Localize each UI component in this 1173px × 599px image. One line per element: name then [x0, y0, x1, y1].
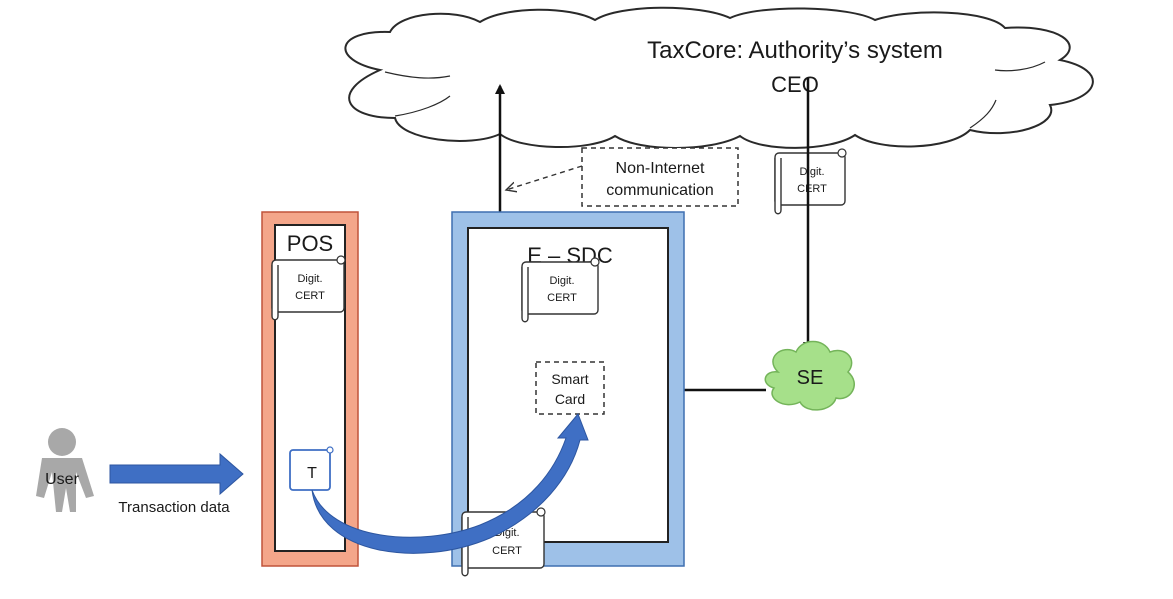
esdc-digit-cert-icon: Digit. CERT — [521, 257, 600, 323]
pos-device: POS Digit. CERT T — [261, 211, 359, 567]
pos-token-label: T — [307, 465, 317, 482]
pos-label: POS — [287, 231, 333, 256]
non-internet-callout: Non-Internet communication — [506, 147, 739, 207]
esdc-bottom-cert-line2: CERT — [492, 545, 522, 557]
pos-transaction-token: T — [289, 446, 334, 491]
ceo-digit-cert-icon: Digit. CERT — [774, 148, 847, 215]
cloud-title: TaxCore: Authority’s system — [647, 37, 943, 64]
user-label: User — [45, 471, 79, 488]
non-internet-line2: communication — [606, 182, 714, 199]
pos-digit-cert-icon: Digit. CERT — [271, 255, 346, 321]
pos-cert-line2: CERT — [295, 290, 325, 302]
non-internet-line1: Non-Internet — [616, 160, 705, 177]
ceo-cert-line1: Digit. — [799, 166, 824, 178]
token-to-smart-card-curved-arrow — [311, 413, 589, 554]
smart-card: Smart Card — [535, 361, 605, 415]
esdc-cert-line2: CERT — [547, 292, 577, 304]
pos-cert-line1: Digit. — [297, 273, 322, 285]
ceo-cert-line2: CERT — [797, 183, 827, 195]
se-cloud: SE — [764, 340, 855, 411]
smart-card-line2: Card — [555, 391, 585, 407]
taxcore-cloud: TaxCore: Authority’s system CEO — [344, 6, 1094, 149]
se-label: SE — [797, 367, 824, 389]
callout-pointer — [506, 165, 583, 190]
cloud-subtitle: CEO — [771, 72, 819, 97]
esdc-device: E – SDC Digit. CERT Smart Card — [451, 211, 685, 567]
smart-card-line1: Smart — [551, 371, 588, 387]
esdc-cert-line1: Digit. — [549, 275, 574, 287]
transaction-data-arrow: Transaction data — [109, 452, 244, 516]
user-icon: User — [36, 428, 94, 512]
transaction-data-label: Transaction data — [118, 499, 230, 516]
